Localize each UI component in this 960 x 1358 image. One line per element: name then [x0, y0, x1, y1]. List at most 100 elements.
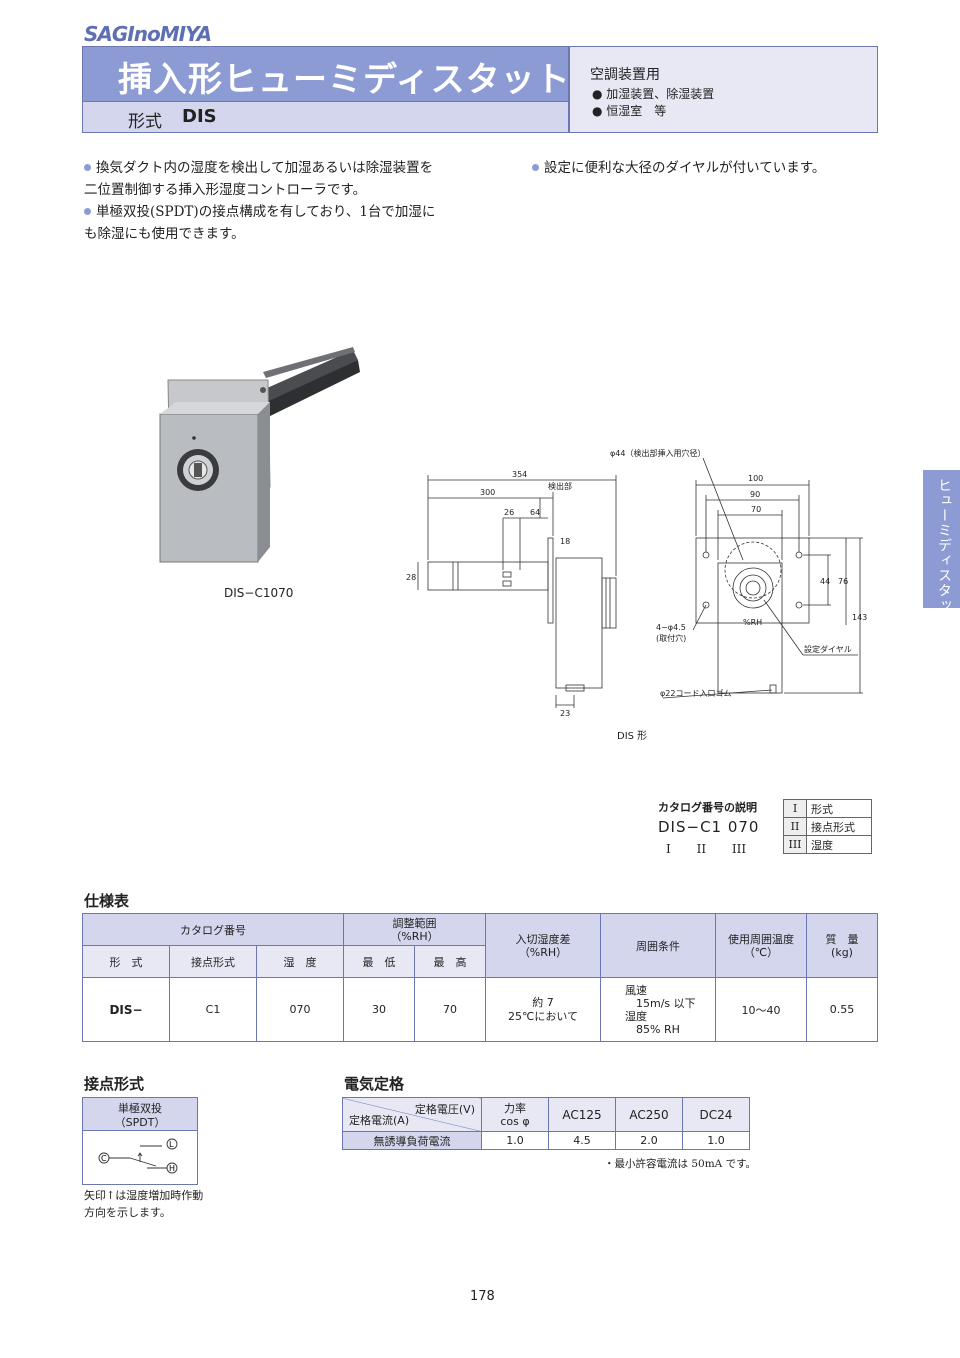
cell-dc24: 1.0 — [682, 1131, 750, 1150]
col-range: 調整範囲 （%RH） — [343, 913, 486, 946]
table-row: DIS− C1 070 30 70 約 7 25℃において 風速 15m/s 以… — [82, 977, 878, 1042]
col-env: 周囲条件 — [600, 913, 716, 978]
side-index-tab — [923, 470, 960, 608]
model-label: 形式 — [128, 112, 162, 132]
mount-hole-label: 4−φ4.5 — [656, 623, 686, 632]
electrical-note: ・最小許容電流は 50mA です。 — [604, 1158, 757, 1170]
bullet-icon — [84, 164, 91, 171]
cell-env: 風速 15m/s 以下 湿度 85% RH — [600, 977, 716, 1042]
dim-300: 300 — [480, 488, 495, 497]
legend-num: III — [783, 835, 807, 854]
col-pf: 力率 cos φ — [481, 1097, 549, 1132]
roman-2: II — [696, 842, 707, 856]
dim-44: 44 — [820, 577, 830, 586]
col-diff: 入切湿度差 （%RH） — [485, 913, 601, 978]
dial-label: 設定ダイヤル — [804, 644, 852, 654]
feature-item: 設定に便利な大径のダイヤルが付いています。 — [532, 157, 872, 179]
catalog-roman-numerals: I II III — [666, 842, 746, 856]
col-ac125: AC125 — [548, 1097, 616, 1132]
hole-44-label: φ44（検出部挿入用穴径） — [610, 448, 705, 458]
voltage-label: 定格電圧(V) — [414, 1103, 475, 1116]
table-header-row: 形 式 接点形式 湿 度 最 低 最 高 — [82, 945, 878, 978]
spdt-diagram: C L H — [98, 1138, 178, 1174]
legend-num: I — [783, 799, 807, 818]
page-number: 178 — [470, 1289, 495, 1304]
catalog-explanation-title: カタログ番号の説明 — [658, 801, 757, 814]
application-item: ● 恒湿室 等 — [592, 104, 667, 118]
cell-contact: C1 — [169, 977, 257, 1042]
cell-ac250: 2.0 — [615, 1131, 683, 1150]
cell-mass: 0.55 — [806, 977, 878, 1042]
feature-text: 設定に便利な大径のダイヤルが付いています。 — [544, 160, 826, 176]
terminal-c: C — [101, 1154, 107, 1163]
spec-table: カタログ番号 調整範囲 （%RH） 入切湿度差 （%RH） 周囲条件 使用周囲温… — [82, 913, 878, 1042]
legend-label: 形式 — [806, 799, 872, 818]
roman-1: I — [666, 842, 671, 856]
page-title: 挿入形ヒューミディスタット — [118, 60, 571, 100]
bullet-icon — [532, 164, 539, 171]
application-item: ● 加湿装置、除湿装置 — [592, 87, 715, 101]
legend-label: 接点形式 — [806, 817, 872, 836]
detector-label: 検出部 — [548, 481, 572, 491]
feature-text: 単極双投(SPDT)の接点構成を有しており、1台で加湿にも除湿にも使用できます。 — [84, 204, 436, 242]
dim-18: 18 — [560, 537, 570, 546]
diag-header: 定格電圧(V) 定格電流(A) — [342, 1097, 482, 1132]
application-item-text: 加湿装置、除湿装置 — [606, 87, 715, 101]
col-min: 最 低 — [343, 945, 415, 978]
table-row: 無誘導負荷電流 1.0 4.5 2.0 1.0 — [342, 1131, 750, 1150]
rh-label: %RH — [743, 618, 762, 627]
spec-heading: 仕様表 — [84, 892, 130, 910]
dimension-drawing: 354 300 検出部 26 64 28 18 23 φ44（検出部挿入用穴径）… — [406, 448, 867, 718]
contact-type-abbr: （SPDT） — [114, 1116, 166, 1129]
cell-form: DIS− — [82, 977, 170, 1042]
terminal-h: H — [169, 1164, 175, 1173]
contact-box — [82, 1097, 198, 1185]
dim-26: 26 — [504, 508, 514, 517]
bullet-icon — [84, 208, 91, 215]
col-catalog: カタログ番号 — [82, 913, 344, 946]
cell-min: 30 — [343, 977, 415, 1042]
brand-logo: SAGInoMIYA — [84, 22, 212, 46]
feature-text: 換気ダクト内の湿度を検出して加湿あるいは除湿装置を二位置制御する挿入形湿度コント… — [84, 160, 434, 198]
model-banner — [82, 102, 569, 133]
dim-64: 64 — [530, 508, 540, 517]
col-form: 形 式 — [82, 945, 170, 978]
side-index-tab-label: ヒューミディスタット — [936, 478, 952, 628]
cell-diff: 約 7 25℃において — [485, 977, 601, 1042]
cell-temp: 10〜40 — [715, 977, 807, 1042]
model-value: DIS — [182, 106, 217, 127]
title-banner — [82, 46, 569, 102]
application-item-text: 恒湿室 等 — [606, 104, 667, 118]
photo-caption: DIS−C1070 — [224, 586, 294, 600]
col-contact: 接点形式 — [169, 945, 257, 978]
cord-label: φ22コード入口ゴム — [660, 688, 731, 698]
dim-354: 354 — [512, 470, 527, 479]
roman-3: III — [731, 842, 747, 856]
catalog-code: DIS−C1 070 — [658, 818, 760, 836]
table-header-row: カタログ番号 調整範囲 （%RH） 入切湿度差 （%RH） 周囲条件 使用周囲温… — [82, 913, 878, 978]
cell-ac125: 4.5 — [548, 1131, 616, 1150]
mount-hole-note: (取付穴) — [656, 633, 686, 643]
legend-label: 湿度 — [806, 835, 872, 854]
contact-header — [83, 1098, 197, 1131]
current-label: 定格電流(A) — [349, 1114, 410, 1127]
col-mass: 質 量 (kg) — [806, 913, 878, 978]
contact-heading: 接点形式 — [84, 1075, 145, 1093]
electrical-heading: 電気定格 — [344, 1075, 405, 1093]
dim-23: 23 — [560, 709, 570, 718]
dim-28: 28 — [406, 573, 416, 582]
contact-type: 単極双投 — [118, 1102, 162, 1115]
col-humidity: 湿 度 — [256, 945, 344, 978]
drawing-caption: DIS 形 — [617, 731, 648, 742]
cell-humidity: 070 — [256, 977, 344, 1042]
cell-max: 70 — [414, 977, 486, 1042]
application-box — [569, 46, 878, 133]
col-max: 最 高 — [414, 945, 486, 978]
dim-143: 143 — [852, 613, 867, 622]
col-dc24: DC24 — [682, 1097, 750, 1132]
dim-70: 70 — [751, 505, 761, 514]
